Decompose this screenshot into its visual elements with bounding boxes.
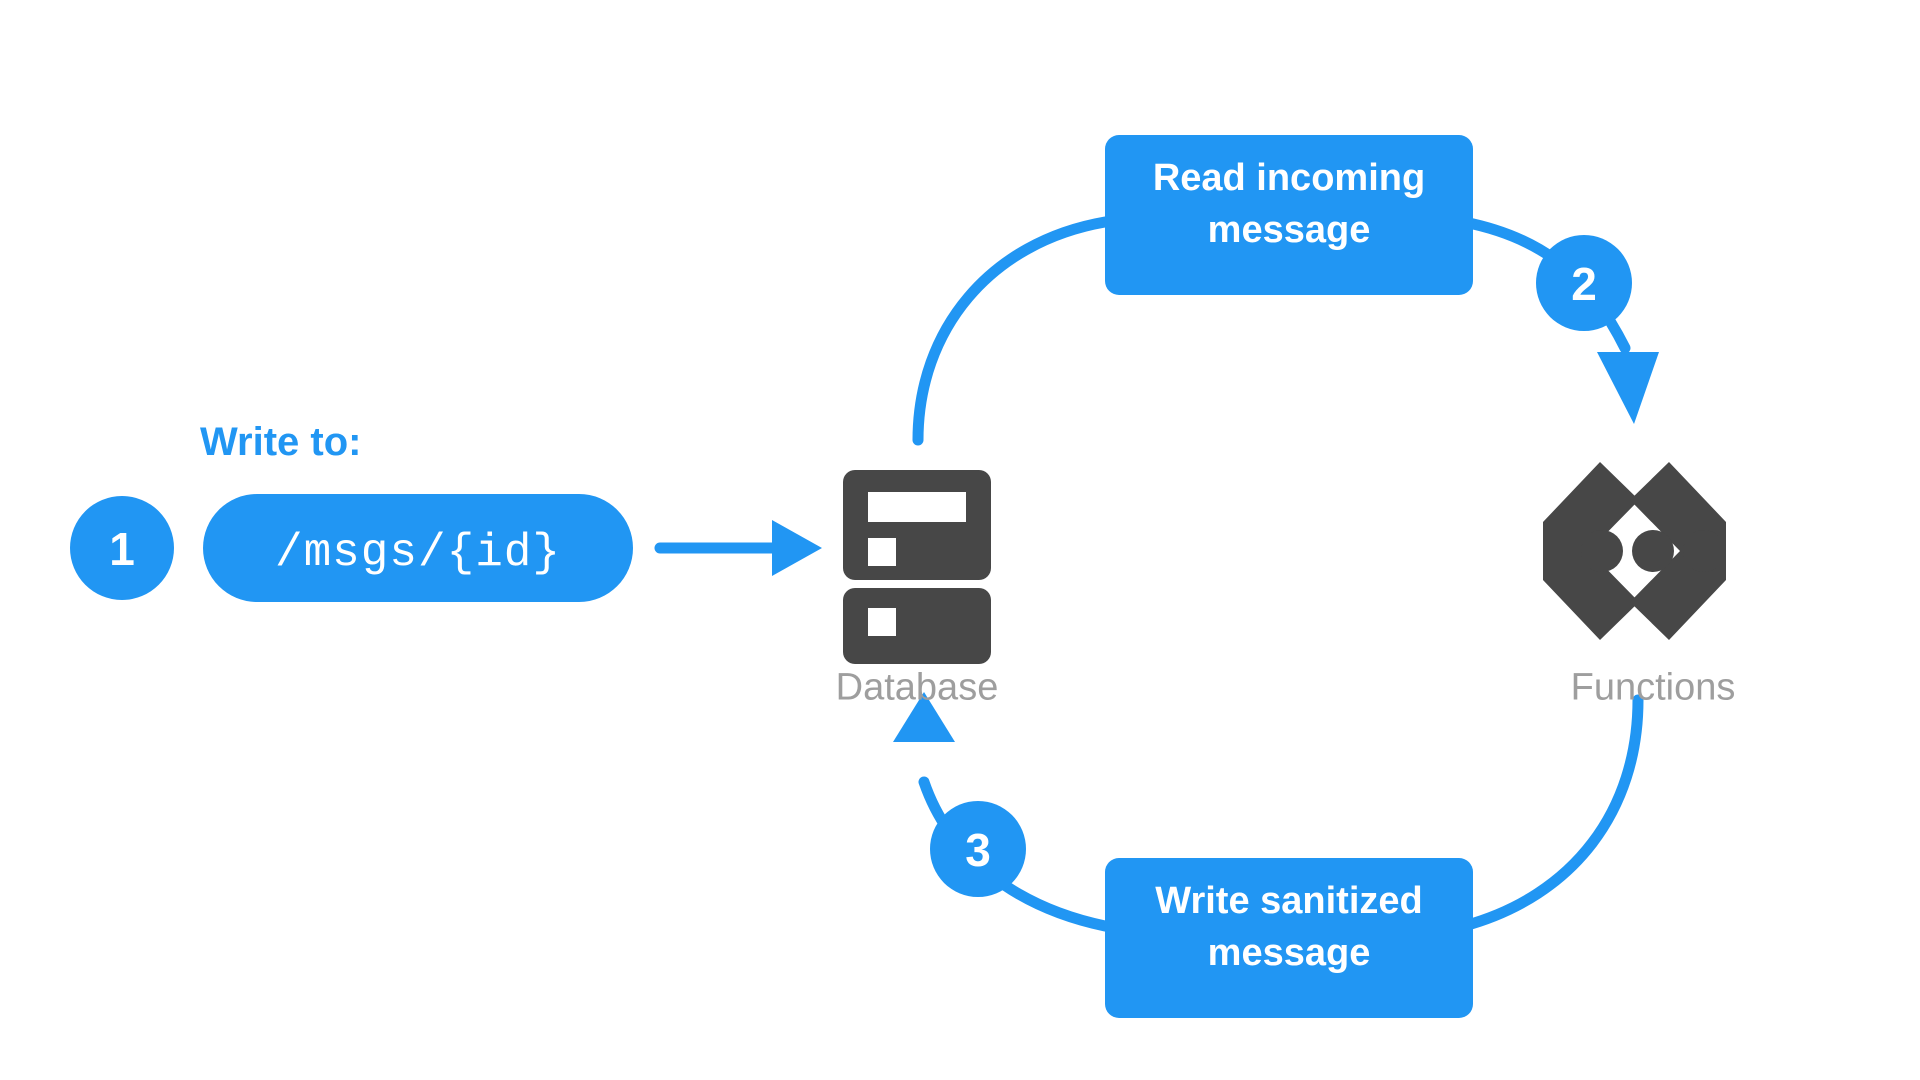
read-box-line-2: message	[1208, 209, 1371, 251]
arc-database-to-read-box	[912, 216, 1111, 446]
write-to-label: Write to:	[200, 420, 361, 464]
database-icon	[843, 470, 991, 664]
write-box-line-2: message	[1208, 932, 1371, 974]
functions-braces-icon	[1543, 462, 1726, 640]
path-pill[interactable]: /msgs/{id}	[203, 494, 633, 602]
functions-caption: Functions	[1571, 666, 1736, 708]
write-box-line-1: Write sanitized	[1155, 880, 1422, 922]
step-badge-2: 2	[1536, 235, 1632, 331]
write-sanitized-message-box[interactable]: Write sanitized message	[1105, 858, 1473, 1018]
step-badge-1-number: 1	[109, 523, 135, 575]
read-box-line-1: Read incoming	[1153, 157, 1425, 199]
step-badge-1: 1	[70, 496, 174, 600]
step-badge-3: 3	[930, 801, 1026, 897]
path-pill-value: /msgs/{id}	[275, 527, 561, 579]
step-badge-2-number: 2	[1571, 258, 1597, 310]
database-caption: Database	[836, 666, 999, 708]
arc-functions-to-write-box	[1458, 694, 1644, 932]
read-incoming-message-box[interactable]: Read incoming message	[1105, 135, 1473, 295]
arrow-write-to-database	[654, 520, 822, 576]
step-badge-3-number: 3	[965, 824, 991, 876]
